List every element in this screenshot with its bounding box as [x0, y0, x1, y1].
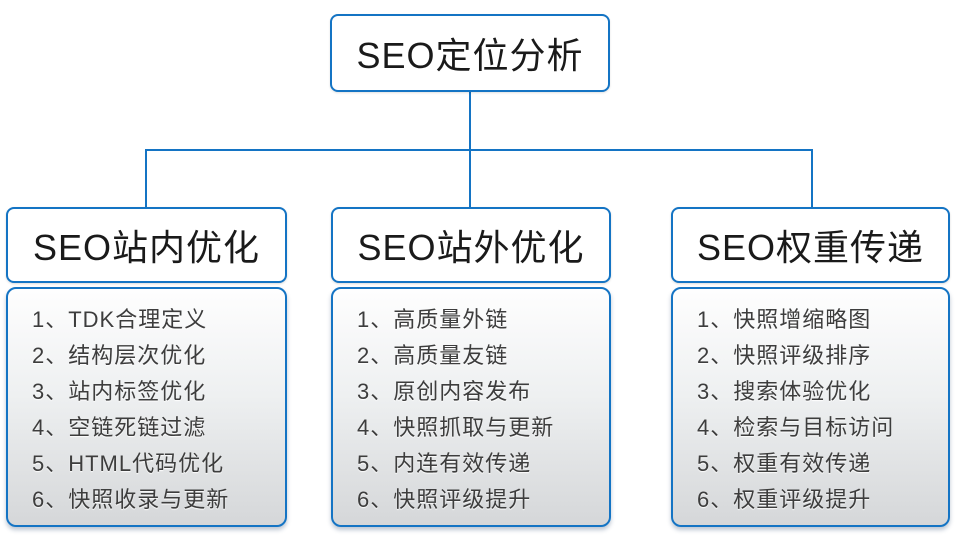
list-box-weight: 1、快照增缩略图 2、快照评级排序 3、搜索体验优化 4、检索与目标访问 5、权… — [671, 287, 950, 527]
connector-drop-right — [811, 149, 813, 207]
list-item: 4、空链死链过滤 — [32, 415, 207, 440]
connector-drop-left — [145, 149, 147, 207]
connector-root-stem — [469, 92, 471, 150]
list-item: 2、结构层次优化 — [32, 343, 207, 368]
list-item: 1、TDK合理定义 — [32, 307, 208, 332]
list-item: 2、快照评级排序 — [697, 343, 872, 368]
list-item: 3、原创内容发布 — [357, 379, 532, 404]
connector-horizontal-bar — [145, 149, 813, 151]
connector-drop-middle — [469, 149, 471, 207]
list-item: 5、HTML代码优化 — [32, 451, 225, 476]
header-title-onsite: SEO站内优化 — [32, 227, 261, 268]
list-item: 3、站内标签优化 — [32, 379, 207, 404]
header-node-onsite: SEO站内优化 — [6, 207, 287, 283]
root-node: SEO定位分析 — [330, 14, 610, 92]
list-item: 4、检索与目标访问 — [697, 415, 895, 440]
list-item: 1、高质量外链 — [357, 307, 509, 332]
list-item: 6、快照评级提升 — [357, 487, 532, 512]
list-item: 2、高质量友链 — [357, 343, 509, 368]
list-item: 5、内连有效传递 — [357, 451, 532, 476]
header-node-offsite: SEO站外优化 — [331, 207, 611, 283]
list-box-offsite: 1、高质量外链 2、高质量友链 3、原创内容发布 4、快照抓取与更新 5、内连有… — [331, 287, 611, 527]
list-item: 5、权重有效传递 — [697, 451, 872, 476]
list-item: 1、快照增缩略图 — [697, 307, 872, 332]
header-title-offsite: SEO站外优化 — [357, 227, 585, 268]
list-item: 6、权重评级提升 — [697, 487, 872, 512]
list-box-onsite: 1、TDK合理定义 2、结构层次优化 3、站内标签优化 4、空链死链过滤 5、H… — [6, 287, 287, 527]
list-item: 6、快照收录与更新 — [32, 487, 230, 512]
header-title-weight: SEO权重传递 — [696, 227, 925, 268]
list-item: 3、搜索体验优化 — [697, 379, 872, 404]
header-node-weight: SEO权重传递 — [671, 207, 950, 283]
root-node-title: SEO定位分析 — [356, 35, 584, 76]
list-item: 4、快照抓取与更新 — [357, 415, 555, 440]
